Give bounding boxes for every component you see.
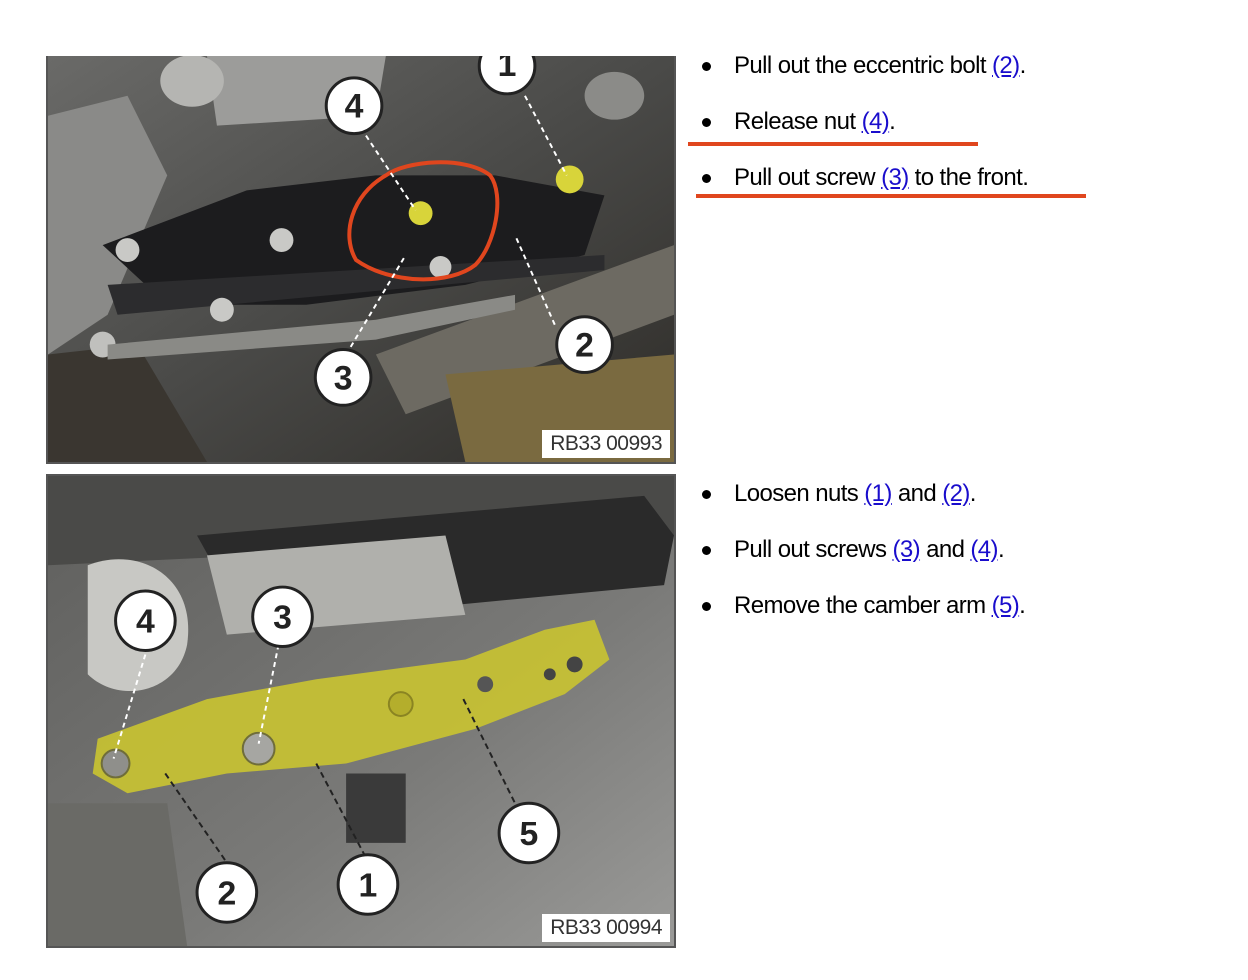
- instruction-item: Pull out the eccentric bolt (2).: [700, 50, 1028, 82]
- red-annotation-underline: [696, 194, 1086, 198]
- svg-text:4: 4: [345, 88, 364, 126]
- instruction-text: Remove the camber arm: [734, 592, 992, 619]
- reference-link[interactable]: (4): [970, 536, 998, 563]
- reference-link[interactable]: (5): [991, 592, 1020, 619]
- instruction-text: .: [1019, 52, 1027, 79]
- instruction-text: .: [889, 108, 896, 135]
- callout-3: 3: [251, 585, 314, 649]
- instruction-text: Loosen nuts: [734, 480, 865, 507]
- callout-3: 3: [313, 348, 373, 407]
- instruction-text: Pull out screws: [734, 536, 893, 563]
- callout-2: 2: [555, 315, 614, 374]
- bullet-icon: [702, 546, 711, 555]
- reference-link[interactable]: (4): [861, 108, 890, 135]
- svg-text:1: 1: [359, 866, 378, 904]
- bullet-icon: [702, 62, 711, 71]
- svg-text:4: 4: [136, 603, 155, 641]
- svg-text:3: 3: [273, 599, 292, 637]
- instruction-text: to the front.: [908, 164, 1029, 191]
- callout-5: 5: [497, 801, 561, 865]
- figure-photo-2: 4 3 5 2 1 RB33 00994: [46, 474, 676, 948]
- instruction-text: and: [920, 536, 971, 563]
- instruction-text: Pull out screw: [734, 164, 882, 191]
- svg-text:1: 1: [498, 56, 517, 84]
- bullet-icon: [702, 602, 711, 611]
- svg-text:2: 2: [217, 874, 236, 912]
- svg-text:5: 5: [520, 815, 539, 853]
- reference-link[interactable]: (2): [992, 52, 1020, 79]
- bullet-icon: [702, 490, 711, 499]
- bullet-icon: [702, 174, 711, 183]
- svg-text:3: 3: [334, 359, 353, 397]
- reference-link[interactable]: (2): [942, 480, 970, 507]
- photo-rear-axle-eccentric-bolt: 4 1 2 3: [48, 56, 674, 462]
- bullet-icon: [702, 118, 711, 127]
- callout-4: 4: [324, 76, 384, 136]
- callout-1: 1: [336, 853, 400, 916]
- instruction-text: Pull out the eccentric bolt: [734, 52, 993, 79]
- instruction-item: Release nut (4).: [700, 106, 1028, 138]
- instruction-item: Pull out screw (3) to the front.: [700, 162, 1029, 194]
- instruction-list-1: Pull out the eccentric bolt (2). Release…: [700, 50, 1029, 218]
- instruction-text: .: [997, 536, 1005, 563]
- figure-code: RB33 00994: [542, 914, 670, 942]
- instruction-text: and: [891, 480, 943, 507]
- instruction-text: Release nut: [734, 108, 862, 135]
- instruction-item: Pull out screws (3) and (4).: [700, 534, 1025, 566]
- svg-text:2: 2: [575, 326, 594, 364]
- figure-code: RB33 00993: [542, 430, 670, 458]
- reference-link[interactable]: (1): [864, 480, 892, 507]
- reference-link[interactable]: (3): [881, 164, 909, 191]
- instruction-list-2: Loosen nuts (1) and (2). Pull out screws…: [700, 478, 1026, 646]
- instruction-text: .: [969, 480, 977, 507]
- red-annotation-underline: [688, 142, 978, 146]
- callout-1: 1: [477, 56, 537, 96]
- instruction-text: .: [1019, 592, 1026, 619]
- callout-4: 4: [114, 589, 177, 653]
- instruction-item: Remove the camber arm (5).: [700, 590, 1026, 622]
- instruction-item: Loosen nuts (1) and (2).: [700, 478, 1025, 510]
- callout-2: 2: [195, 861, 259, 924]
- reference-link[interactable]: (3): [892, 536, 921, 563]
- photo-rear-axle-camber-arm: 4 3 5 2 1: [48, 476, 674, 946]
- figure-photo-1: 4 1 2 3 RB33 00993: [46, 56, 676, 464]
